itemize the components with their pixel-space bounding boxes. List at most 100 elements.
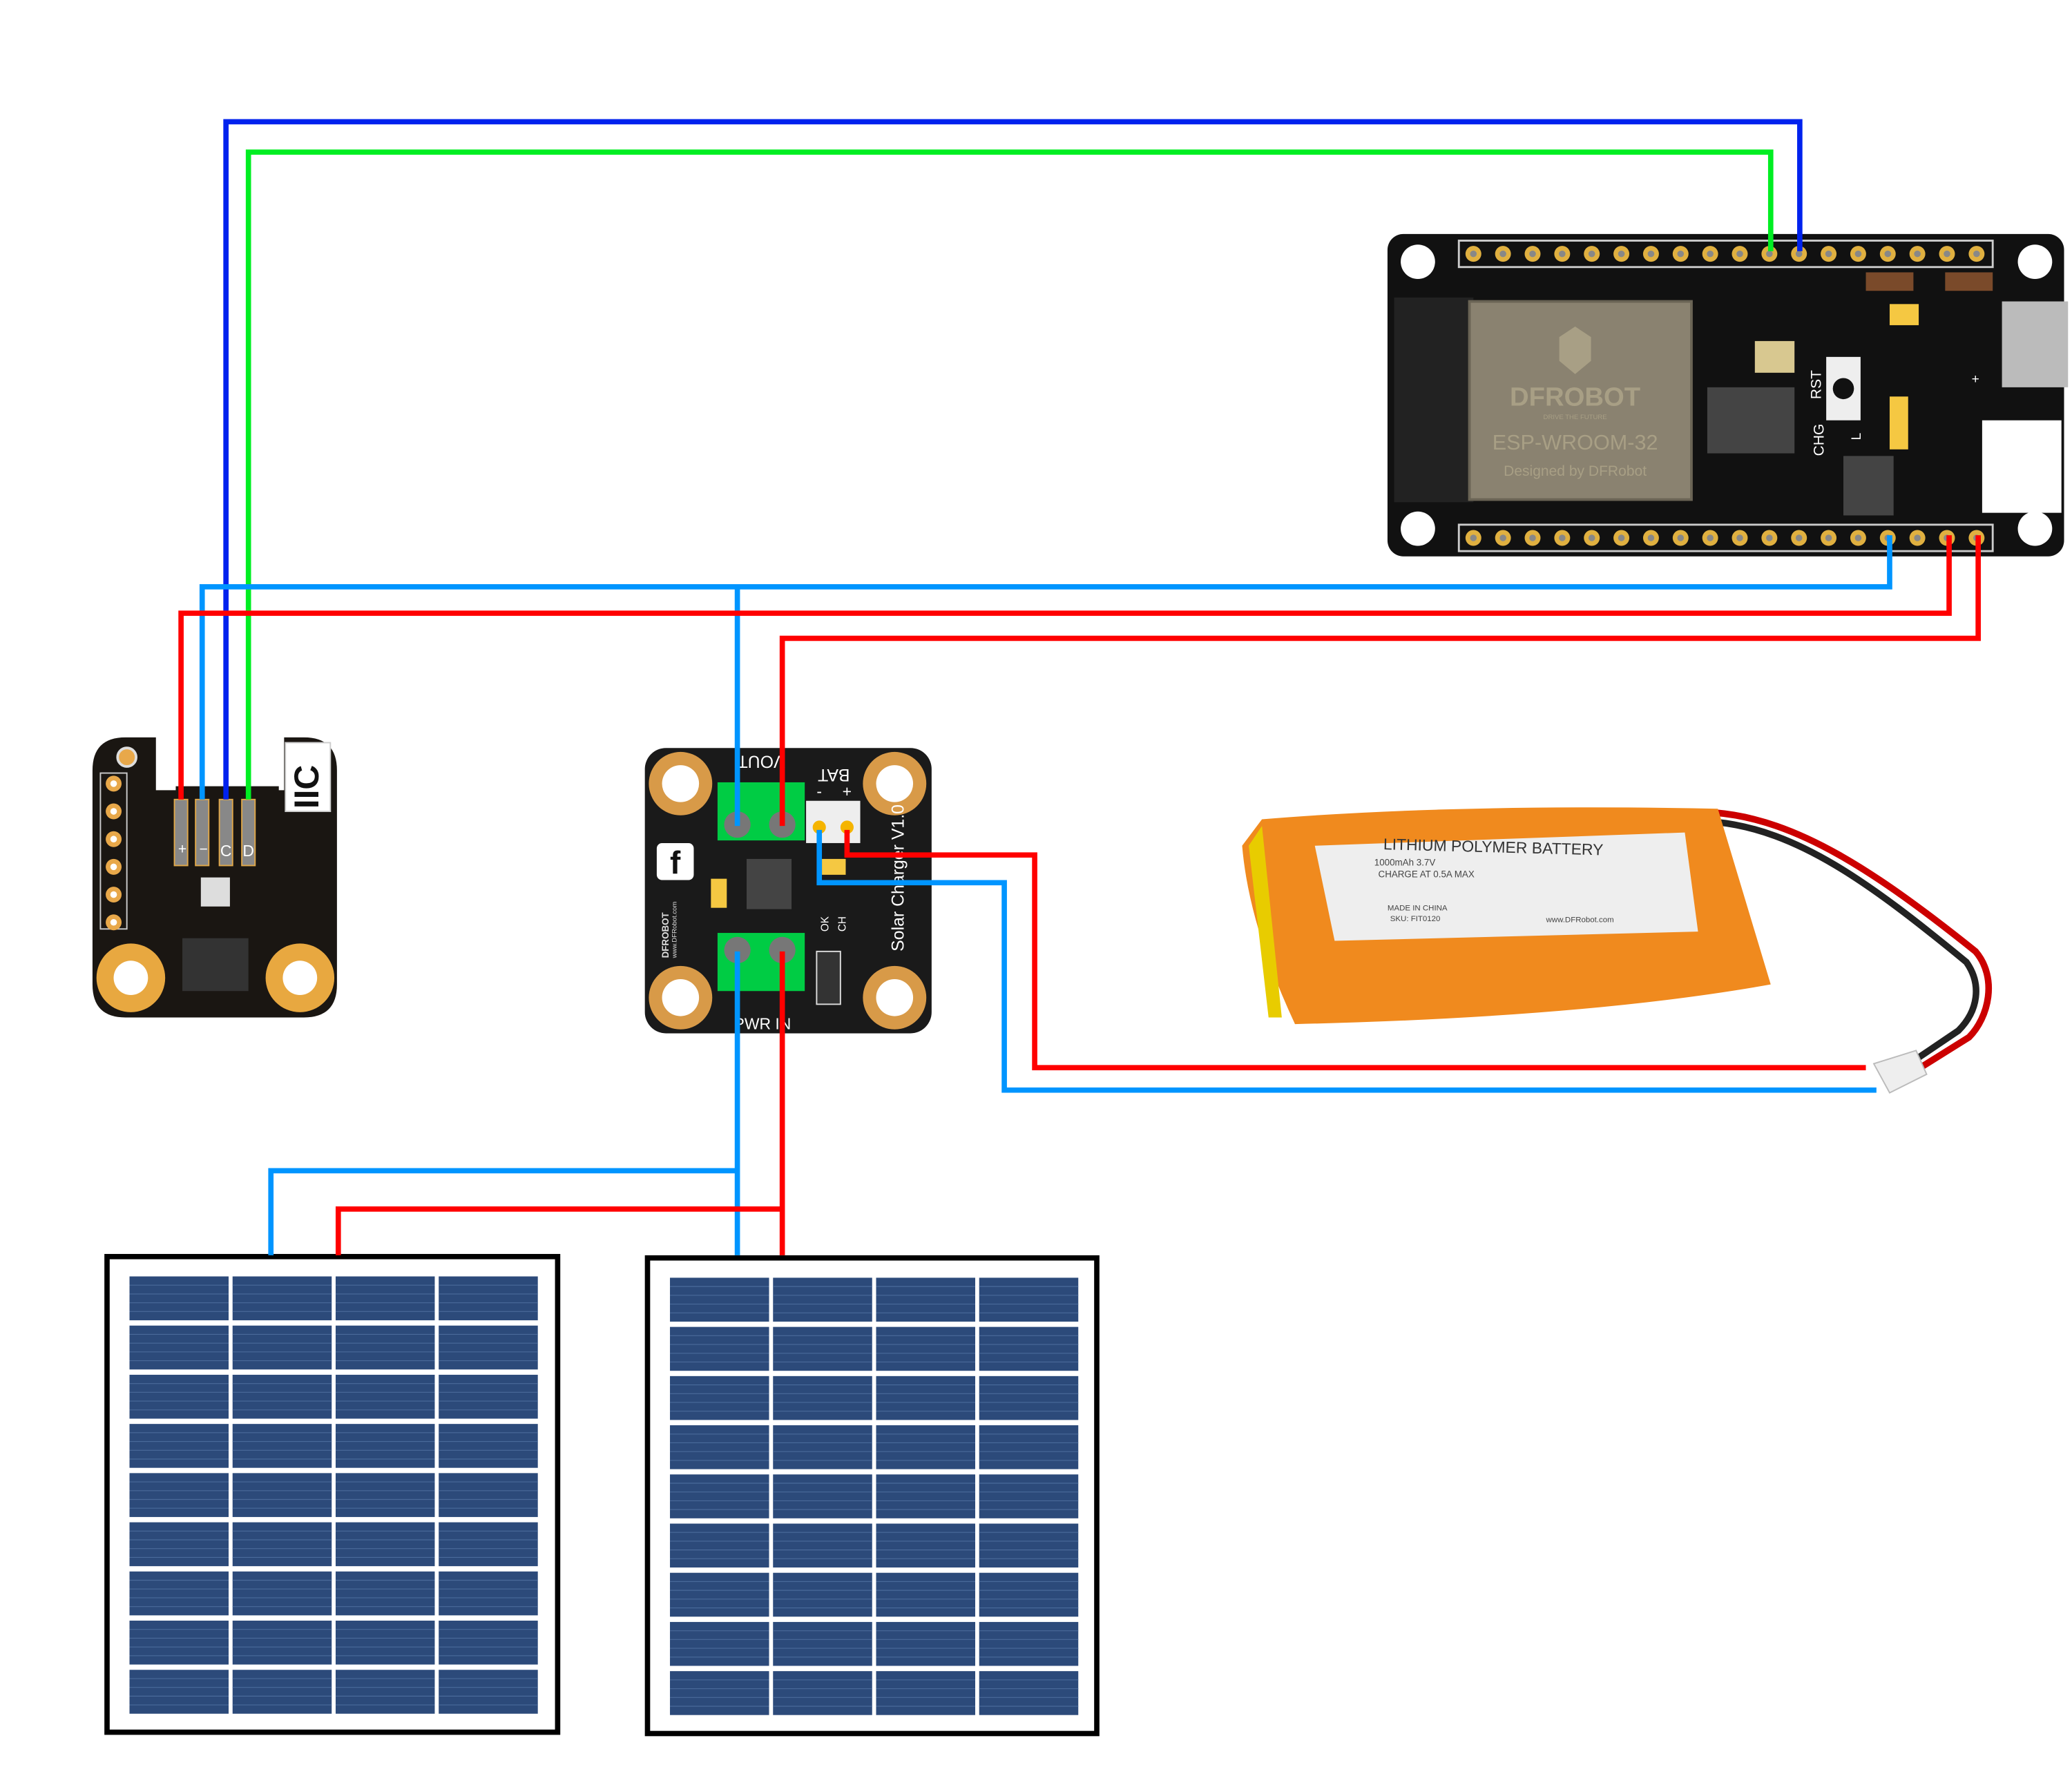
charger-brand: DFROBOT — [660, 911, 671, 958]
solar-cell — [876, 1474, 975, 1518]
solar-cell — [129, 1325, 229, 1370]
solar-cell — [232, 1374, 332, 1419]
led-l-label: L — [1850, 433, 1864, 441]
solar-cell — [232, 1424, 332, 1468]
battery-origin: MADE IN CHINA — [1388, 905, 1448, 913]
solar-cell — [876, 1572, 975, 1617]
solar-cell — [979, 1621, 1079, 1666]
solar-cell — [335, 1571, 435, 1616]
solar-cell — [670, 1572, 769, 1617]
charger-url: www.DFRobot.com — [671, 902, 679, 959]
solar-cell — [232, 1571, 332, 1616]
wire-bat-minus — [816, 829, 1877, 1093]
module-brand: DFROBOT — [1510, 383, 1640, 412]
module-name: ESP-WROOM-32 — [1493, 431, 1658, 454]
battery-capacity: 1000mAh 3.7V — [1374, 857, 1436, 867]
iic-label: IIC — [287, 765, 326, 809]
solar-charger-board: VOUT BAT - + Solar Charger V1.0 OK CH PW… — [644, 748, 932, 1034]
solar-cell — [979, 1326, 1079, 1371]
module-designer: Designed by DFRobot — [1504, 463, 1647, 479]
solar-cell — [335, 1670, 435, 1714]
solar-cell — [876, 1277, 975, 1322]
battery-charge: CHARGE AT 0.5A MAX — [1379, 869, 1475, 880]
solar-cell — [876, 1376, 975, 1420]
esp32-board: DFROBOT DRIVE THE FUTURE ESP-WROOM-32 De… — [1387, 233, 2069, 557]
solar-cell — [773, 1376, 872, 1420]
solar-cell — [876, 1523, 975, 1568]
usb-uart-chip — [1707, 387, 1795, 454]
solar-cell — [773, 1474, 872, 1518]
solar-cell — [876, 1425, 975, 1469]
solar-cell — [670, 1671, 769, 1715]
battery-sku: SKU: FIT0120 — [1390, 915, 1441, 923]
bat-connector — [806, 800, 861, 843]
solar-cell — [439, 1325, 538, 1370]
solar-cell — [439, 1276, 538, 1321]
wire-vout-plus — [779, 535, 1981, 827]
solar-cell — [439, 1473, 538, 1517]
solar-cell — [439, 1670, 538, 1714]
solar-cell — [670, 1425, 769, 1469]
plus-label: + — [1972, 372, 1979, 387]
solar-cell — [670, 1523, 769, 1568]
wire-sda-green — [245, 149, 1774, 800]
solar-cell — [335, 1621, 435, 1665]
mount-hole — [1401, 244, 1435, 279]
mount-hole — [2017, 511, 2053, 546]
solar-cell — [129, 1424, 229, 1468]
solar-cell — [439, 1621, 538, 1665]
charger-title: Solar Charger V1.0 — [889, 804, 908, 952]
solar-cell — [129, 1276, 229, 1321]
wire-gnd-sensor — [199, 535, 1892, 800]
solar-cell — [129, 1473, 229, 1517]
bat-plus-label: + — [843, 782, 852, 800]
wire-panel1-minus — [268, 1168, 738, 1255]
solar-cell — [232, 1522, 332, 1567]
mount-hole — [1401, 511, 1435, 546]
solar-cell — [439, 1424, 538, 1468]
module-tagline: DRIVE THE FUTURE — [1544, 414, 1607, 421]
chg-label: CHG — [1811, 424, 1827, 456]
sensor-chip — [200, 877, 230, 907]
solar-cell — [439, 1522, 538, 1567]
solar-cell — [979, 1474, 1079, 1518]
solar-cell — [232, 1276, 332, 1321]
pin-c-label: C — [220, 842, 232, 860]
solar-cell — [773, 1326, 872, 1371]
wire-vcc-sensor — [178, 535, 1952, 800]
solar-cell — [979, 1671, 1079, 1715]
solar-cell — [335, 1325, 435, 1370]
ok-label: OK — [820, 916, 832, 932]
solar-cell — [232, 1473, 332, 1517]
solar-cell — [773, 1572, 872, 1617]
wire-bat-plus — [844, 829, 1866, 1071]
solar-cell — [979, 1425, 1079, 1469]
solar-cell — [129, 1522, 229, 1567]
solar-cell — [232, 1621, 332, 1665]
bat-label: BAT — [818, 765, 850, 784]
solar-cell — [232, 1670, 332, 1714]
solar-panel-1 — [104, 1253, 561, 1735]
solar-cell — [979, 1277, 1079, 1322]
solar-cell — [876, 1621, 975, 1666]
solar-cell — [335, 1374, 435, 1419]
solar-cell — [773, 1621, 872, 1666]
solar-cell — [876, 1326, 975, 1371]
battery-url: www.DFRobot.com — [1546, 916, 1614, 925]
jst-connector — [1872, 1050, 1928, 1094]
solar-cell — [979, 1572, 1079, 1617]
battery-connector — [1982, 420, 2062, 513]
rst-label: RST — [1808, 370, 1824, 399]
solar-cell — [129, 1621, 229, 1665]
dfrobot-logo — [656, 842, 694, 880]
solar-cell — [335, 1473, 435, 1517]
charger-ic — [746, 858, 792, 909]
bat-minus-label: - — [816, 782, 822, 800]
pin-d-label: D — [242, 842, 254, 860]
vout-label: VOUT — [738, 752, 785, 771]
solar-cell — [773, 1277, 872, 1322]
solar-cell — [670, 1621, 769, 1666]
solar-cell — [129, 1571, 229, 1616]
solar-panel-2 — [644, 1255, 1100, 1737]
